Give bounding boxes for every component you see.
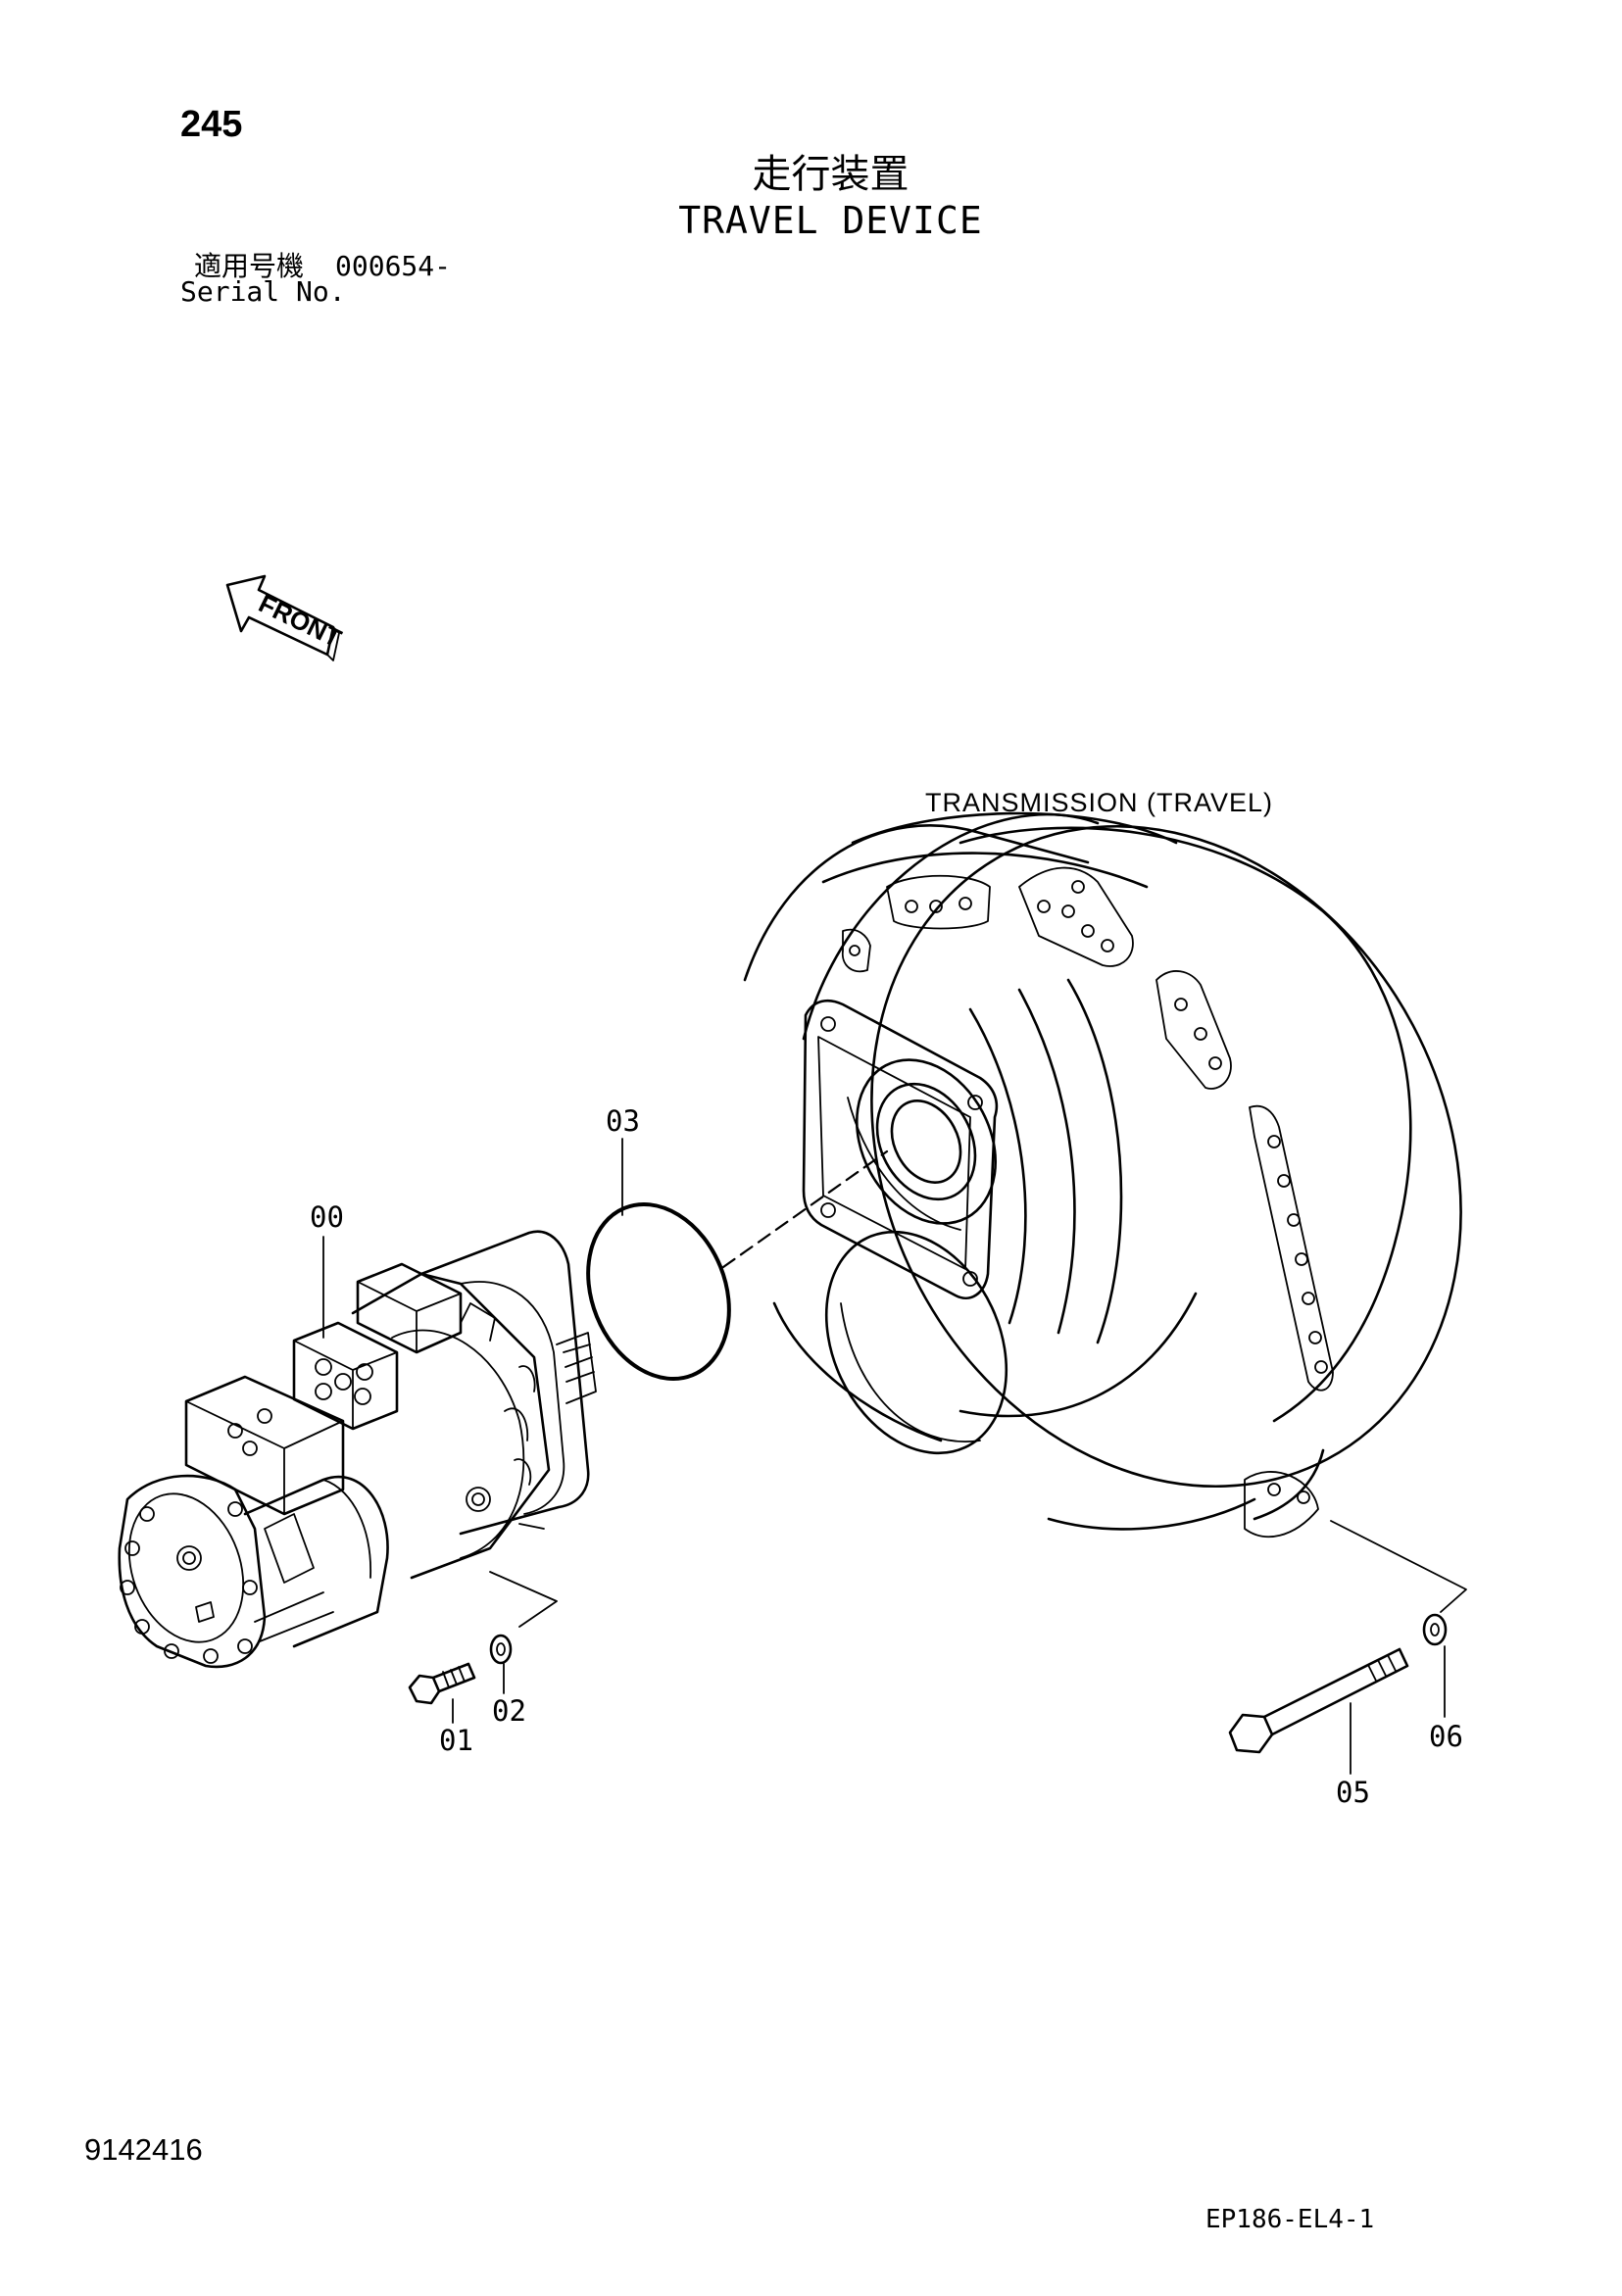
serial-value: 000654- bbox=[335, 250, 452, 282]
bolt-02-leader bbox=[489, 1571, 558, 1628]
serial-label-jp: 適用号機 bbox=[194, 250, 305, 282]
callout-00: 00 bbox=[310, 1200, 344, 1234]
washer-02 bbox=[489, 1634, 513, 1665]
travel-motor bbox=[118, 1230, 597, 1669]
callout-01: 01 bbox=[439, 1724, 473, 1757]
front-arrow-label: FRONT bbox=[254, 588, 346, 653]
o-ring-leader bbox=[721, 1149, 889, 1269]
callout-03: 03 bbox=[606, 1104, 640, 1138]
front-arrow-icon: FRONT bbox=[225, 574, 346, 661]
o-ring bbox=[586, 1201, 731, 1382]
serial-label-en: Serial No. bbox=[180, 275, 346, 308]
long-bolt-05 bbox=[1228, 1647, 1409, 1754]
callout-05: 05 bbox=[1336, 1776, 1370, 1809]
bolt-05-leader bbox=[1330, 1520, 1467, 1613]
page-title-en: TRAVEL DEVICE bbox=[678, 199, 983, 242]
callout-02: 02 bbox=[492, 1694, 526, 1728]
bolt-01 bbox=[408, 1662, 476, 1705]
washer-06 bbox=[1422, 1613, 1448, 1646]
assembly-label: TRANSMISSION (TRAVEL) bbox=[925, 788, 1274, 817]
sheet-code: EP186-EL4-1 bbox=[1205, 2205, 1375, 2234]
callout-06: 06 bbox=[1429, 1720, 1463, 1753]
page-title-jp: 走行装置 bbox=[752, 152, 909, 197]
drawing-number: 9142416 bbox=[84, 2132, 203, 2167]
page-number: 245 bbox=[180, 104, 243, 145]
transmission-housing bbox=[743, 811, 1462, 1538]
